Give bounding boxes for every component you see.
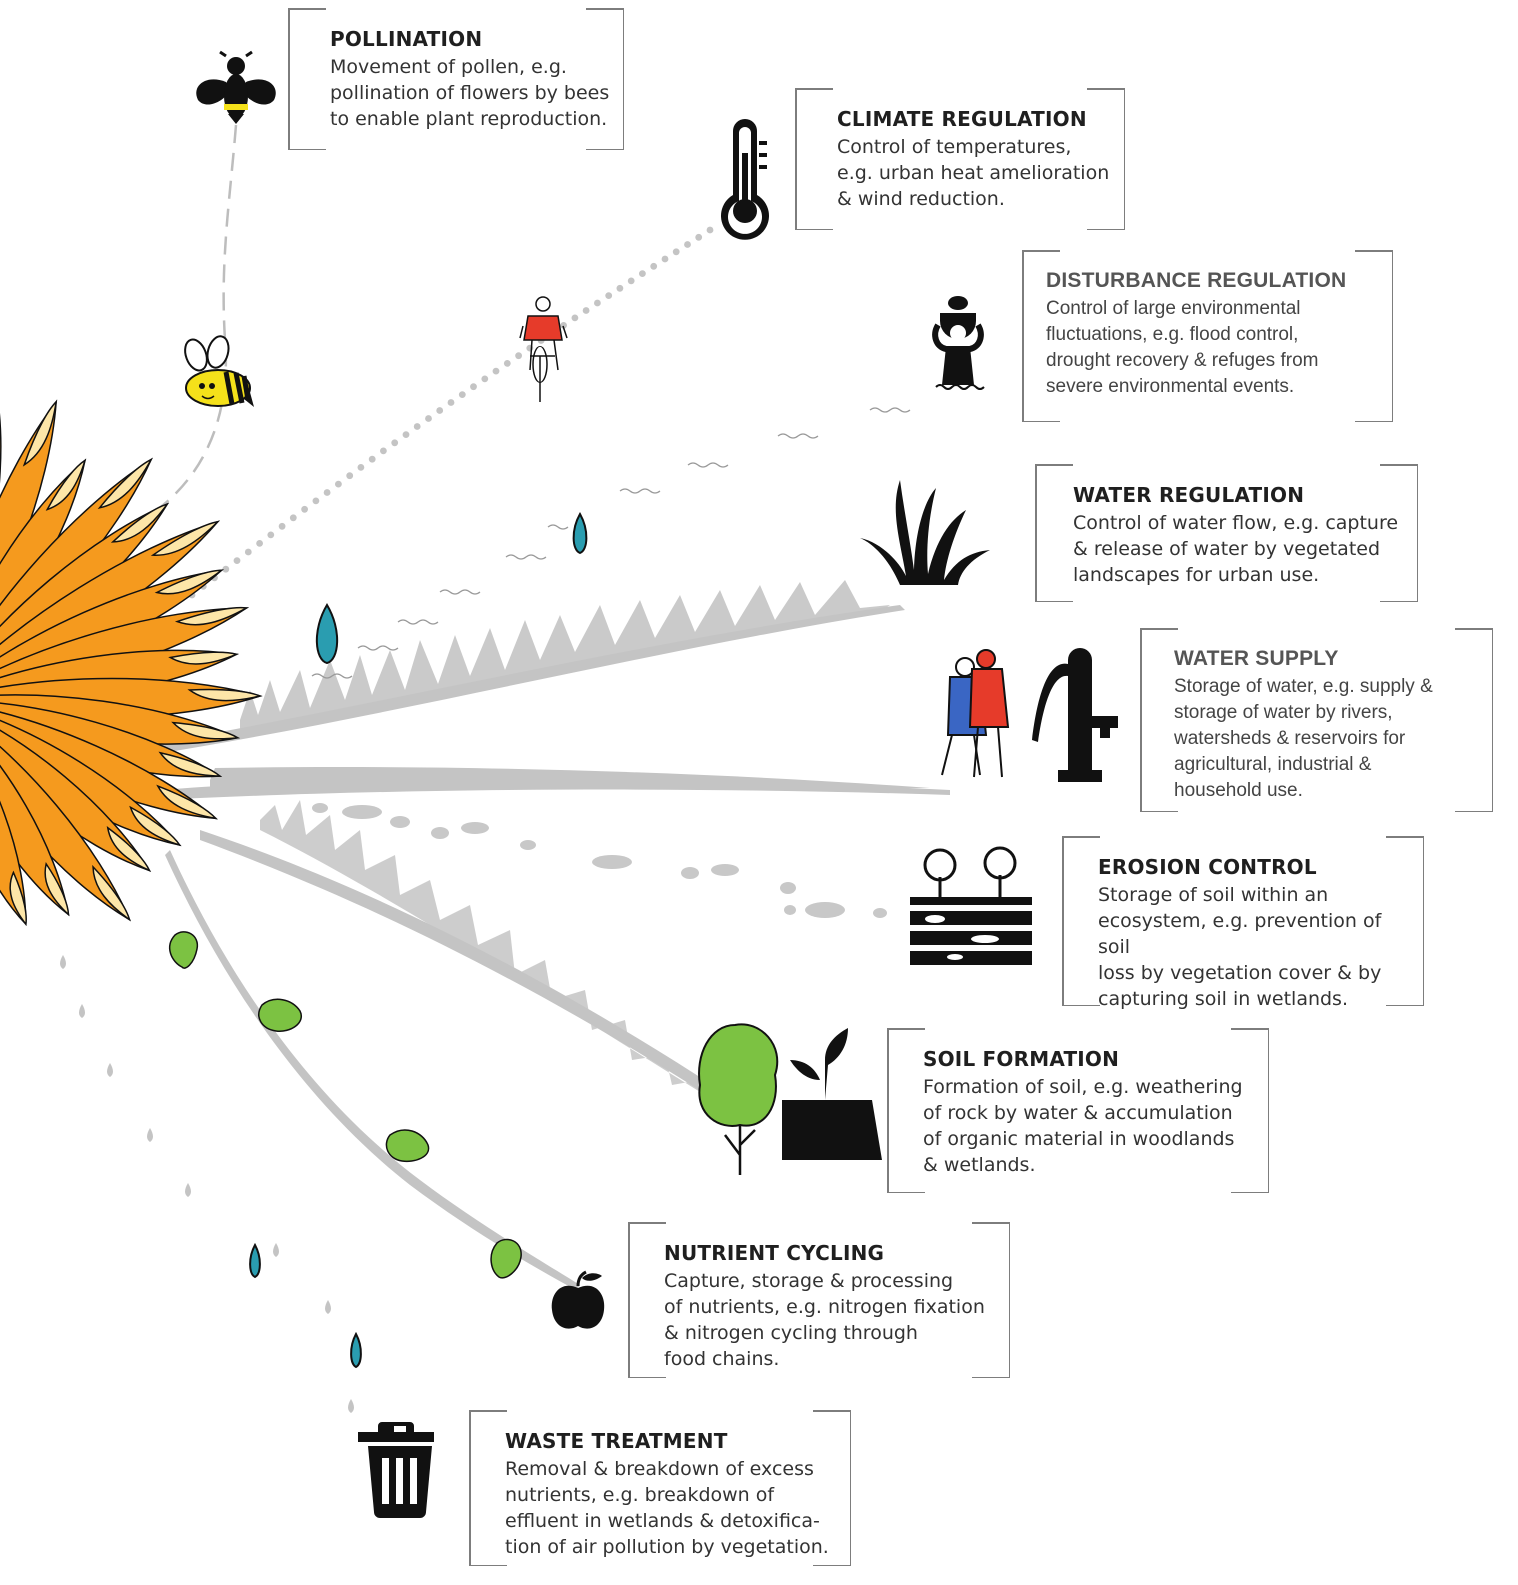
path-dot (289, 514, 297, 522)
path-dot (672, 248, 680, 256)
service-box-disturbance-regulation: DISTURBANCE REGULATION Control of large … (1022, 250, 1393, 422)
petal (0, 697, 132, 922)
water-carrier-icon (932, 296, 985, 390)
path-dot (481, 375, 489, 383)
service-title: POLLINATION (330, 27, 483, 51)
path-dot (233, 557, 241, 564)
soil-particles (312, 803, 887, 918)
service-box-pollination: POLLINATION Movement of pollen, e.g. pol… (288, 8, 624, 150)
service-description: Control of large environmental fluctuati… (1046, 298, 1319, 397)
path-dot (402, 431, 410, 438)
path-dot (380, 447, 387, 455)
path-dot (470, 383, 477, 391)
service-title: CLIMATE REGULATION (837, 107, 1087, 131)
path-dot (222, 565, 230, 573)
seedling-rock-icon (782, 1028, 882, 1160)
path-dot (368, 455, 376, 463)
petal (0, 698, 152, 872)
grass-bands (150, 580, 950, 1290)
service-title: WASTE TREATMENT (505, 1429, 728, 1453)
service-description: Movement of pollen, e.g. pollination of … (330, 56, 610, 130)
path-dot (616, 284, 624, 292)
flower-petals (0, 399, 263, 927)
path-dot (560, 322, 567, 329)
service-title: SOIL FORMATION (923, 1047, 1120, 1071)
path-dot (391, 439, 399, 447)
cyclist-dotted-path (188, 226, 714, 599)
service-box-erosion-control: EROSION CONTROL Storage of soil within a… (1062, 836, 1424, 1010)
service-box-soil-formation: SOIL FORMATION Formation of soil, e.g. w… (887, 1028, 1269, 1193)
service-box-water-regulation: WATER REGULATION Control of water flow, … (1035, 464, 1418, 602)
path-dot (244, 548, 252, 556)
path-dot (436, 407, 444, 414)
tree-icon (698, 1023, 779, 1175)
service-description: Storage of soil within an ecosystem, e.g… (1098, 884, 1382, 1010)
bee-icon (196, 50, 276, 124)
path-dot (661, 255, 669, 263)
service-title: EROSION CONTROL (1098, 855, 1317, 879)
apple-icon (551, 1270, 605, 1329)
service-description: Storage of water, e.g. supply & storage … (1174, 676, 1433, 801)
water-drop-icon (249, 511, 588, 1369)
cartoon-bee-icon (184, 335, 254, 407)
path-dot (323, 489, 331, 496)
wave-marks (311, 407, 911, 679)
service-box-nutrient-cycling: NUTRIENT CYCLING Capture, storage & proc… (628, 1222, 1010, 1378)
path-dot (335, 480, 342, 488)
path-dot (571, 314, 579, 322)
path-dot (256, 540, 263, 547)
service-title: WATER REGULATION (1073, 483, 1305, 507)
path-dot (267, 531, 275, 539)
path-dot (425, 415, 432, 422)
grass-icon (860, 480, 990, 585)
service-description: Control of temperatures, e.g. urban heat… (837, 136, 1110, 210)
path-dot (695, 233, 703, 241)
path-dot (458, 391, 466, 398)
path-dot (301, 505, 308, 513)
service-title: NUTRIENT CYCLING (664, 1241, 885, 1265)
service-description: Control of water flow, e.g. capture & re… (1073, 512, 1399, 586)
path-dot (627, 277, 635, 285)
path-dot (650, 262, 658, 270)
service-description: Formation of soil, e.g. weathering of ro… (923, 1076, 1243, 1176)
service-box-water-supply: WATER SUPPLY Storage of water, e.g. supp… (1140, 628, 1493, 812)
path-dot (312, 497, 320, 505)
path-dot (357, 464, 365, 471)
path-dot (503, 360, 511, 367)
leaf-icon (168, 931, 522, 1279)
service-title: WATER SUPPLY (1174, 647, 1339, 670)
path-dot (594, 299, 601, 307)
bee-flight-path (149, 124, 238, 517)
path-dot (278, 522, 286, 530)
service-description: Capture, storage & processing of nutrien… (664, 1270, 985, 1370)
service-box-climate-regulation: CLIMATE REGULATION Control of temperatur… (795, 88, 1125, 230)
thermometer-icon (721, 119, 769, 240)
path-dot (639, 270, 646, 277)
water-pump-icon (1032, 648, 1118, 782)
path-dot (605, 292, 613, 299)
path-dot (706, 226, 714, 234)
service-title: DISTURBANCE REGULATION (1046, 269, 1347, 292)
walkers-icon (941, 649, 1010, 778)
petal (0, 697, 70, 917)
petal (0, 697, 27, 927)
cyclist-icon (519, 296, 568, 402)
path-dot (492, 367, 500, 375)
path-dot (413, 423, 421, 430)
path-dot (447, 399, 455, 406)
soil-layers-icon (910, 846, 1032, 965)
path-dot (515, 352, 522, 360)
petal (0, 399, 58, 701)
path-dot (684, 241, 691, 248)
trash-can-icon (358, 1422, 434, 1518)
service-box-waste-treatment: WASTE TREATMENT Removal & breakdown of e… (469, 1410, 851, 1566)
path-dot (346, 472, 354, 480)
grey-drops (60, 955, 354, 1413)
path-dot (582, 307, 590, 314)
service-description: Removal & breakdown of excess nutrients,… (505, 1458, 829, 1558)
